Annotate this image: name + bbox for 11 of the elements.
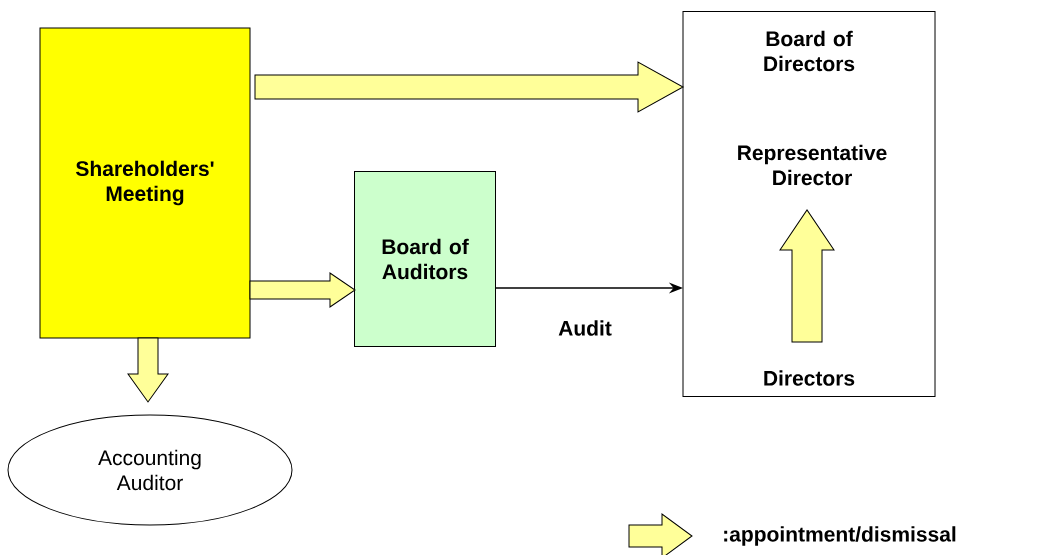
meeting-box: Shareholders' Meeting: [39, 27, 251, 339]
legend-text: :appointment/dismissal: [724, 526, 956, 546]
edge-label: Audit: [557, 319, 613, 337]
process-box: Board of Auditors: [354, 171, 496, 347]
node-label: Directors: [764, 370, 855, 386]
ellipse-node: Accounting Auditor: [7, 414, 293, 526]
block-arrow: [779, 209, 835, 343]
block-arrow: [249, 272, 356, 308]
block-arrow: [254, 61, 684, 113]
node-label: Representative Director: [738, 144, 887, 186]
block-arrow: [127, 337, 169, 403]
